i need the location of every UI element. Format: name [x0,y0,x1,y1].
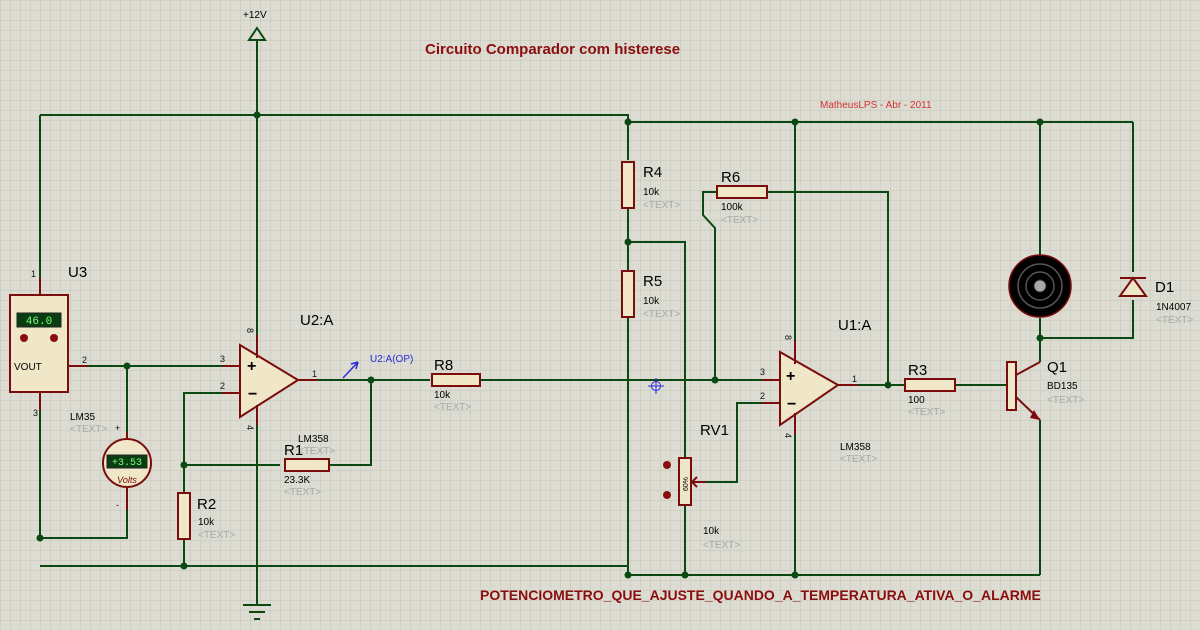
u2a-pin8: 8 [245,328,255,333]
u2a-minus-sign: − [248,386,257,403]
power-terminal[interactable]: +12V [243,10,267,41]
q1-transistor[interactable]: Q1 BD135 <TEXT> [1006,359,1084,421]
ground-terminal[interactable] [243,604,271,620]
rv1-ref: RV1 [700,422,729,439]
u3-pin2: 2 [82,355,87,365]
u3-sensor[interactable]: 46.0 VOUT 1 2 3 U3 LM35 <TEXT> [9,264,107,435]
r1-ref: R1 [284,442,303,459]
voltage-probe[interactable]: U2:A(OP) [342,354,413,379]
r4-value: 10k [643,187,660,198]
u2a-plus-sign: + [247,358,256,375]
q1-ref: Q1 [1047,359,1067,376]
bottom-note: POTENCIOMETRO_QUE_AJUSTE_QUANDO_A_TEMPER… [480,587,1041,603]
r1-text: <TEXT> [284,487,321,498]
r3-text: <TEXT> [908,407,945,418]
rv1-increase-button[interactable] [663,461,671,469]
u3-text: <TEXT> [70,424,107,435]
u1a-pin4: 4 [783,433,793,438]
r1-resistor[interactable]: R1 23.3K <TEXT> [284,442,330,498]
r5-text: <TEXT> [643,309,680,320]
r1-value: 23.3K [284,475,310,486]
r8-ref: R8 [434,357,453,374]
d1-ref: D1 [1155,279,1174,296]
u3-pin3: 3 [33,408,38,418]
u1a-minus-sign: − [787,396,796,413]
voltmeter-plus: + [115,423,120,433]
d1-part: 1N4007 [1156,302,1191,313]
u3-part: LM35 [70,412,95,423]
u2a-ref: U2:A [300,312,333,329]
r2-ref: R2 [197,496,216,513]
u3-button-up[interactable] [50,334,58,342]
u2a-pin2: 2 [220,381,225,391]
r2-resistor[interactable]: R2 10k <TEXT> [177,492,235,541]
u1a-part: LM358 [840,442,871,453]
r8-text: <TEXT> [434,402,471,413]
u1a-text: <TEXT> [840,454,877,465]
u3-ref: U3 [68,264,87,281]
u2a-pin4: 4 [245,425,255,430]
u1a-pin3: 3 [760,367,765,377]
d1-diode[interactable]: D1 1N4007 <TEXT> [1118,276,1193,326]
r2-text: <TEXT> [198,530,235,541]
probe-label: U2:A(OP) [370,354,413,365]
u3-pin1: 1 [31,269,36,279]
u1a-pin8: 8 [783,335,793,340]
r4-resistor[interactable]: R4 10k <TEXT> [621,161,680,211]
u2a-pin3: 3 [220,354,225,364]
r5-resistor[interactable]: R5 10k <TEXT> [621,270,680,320]
motor[interactable] [1008,254,1072,318]
rv1-value: 10k [703,526,720,537]
r4-text: <TEXT> [643,200,680,211]
voltmeter[interactable]: +3.53 Volts + - [102,423,152,510]
u2a-pin1: 1 [312,369,317,379]
r6-value: 100k [721,202,744,213]
voltmeter-unit: Volts [117,475,137,485]
u1a-pin1: 1 [852,374,857,384]
q1-text: <TEXT> [1047,395,1084,406]
u1a-pin2: 2 [760,391,765,401]
r6-ref: R6 [721,169,740,186]
u3-pin-label: VOUT [14,362,42,373]
crosshair-cursor-icon [648,378,664,394]
r6-resistor[interactable]: R6 100k <TEXT> [716,169,768,226]
r2-value: 10k [198,517,215,528]
d1-text: <TEXT> [1156,315,1193,326]
rv1-position: 60% [683,477,690,491]
power-label: +12V [243,10,267,21]
voltmeter-minus: - [116,500,119,510]
rv1-potentiometer[interactable]: 60% RV1 10k <TEXT> [663,422,740,551]
junctions [36,111,1044,579]
r3-resistor[interactable]: R3 100 <TEXT> [904,362,956,418]
q1-part: BD135 [1047,381,1078,392]
r3-ref: R3 [908,362,927,379]
author-label: MatheusLPS - Abr - 2011 [820,100,932,111]
u1a-plus-sign: + [786,368,795,385]
r8-resistor[interactable]: R8 10k <TEXT> [431,357,481,413]
rv1-decrease-button[interactable] [663,491,671,499]
r6-text: <TEXT> [721,215,758,226]
r8-value: 10k [434,390,451,401]
r5-ref: R5 [643,273,662,290]
u2a-text: <TEXT> [298,446,335,457]
u3-button-down[interactable] [20,334,28,342]
r5-value: 10k [643,296,660,307]
voltmeter-display: +3.53 [112,458,142,469]
u1a-opamp[interactable]: + − 3 2 1 8 4 U1:A LM358 <TEXT> [760,317,877,465]
rv1-text: <TEXT> [703,540,740,551]
u2a-opamp[interactable]: + − 3 2 1 8 4 U2:A LM358 <TEXT> [220,312,335,457]
r4-ref: R4 [643,164,662,181]
u3-display: 46.0 [26,316,52,328]
schematic-title: Circuito Comparador com histerese [425,41,680,58]
r3-value: 100 [908,395,925,406]
u1a-ref: U1:A [838,317,871,334]
u2a-part: LM358 [298,434,329,445]
